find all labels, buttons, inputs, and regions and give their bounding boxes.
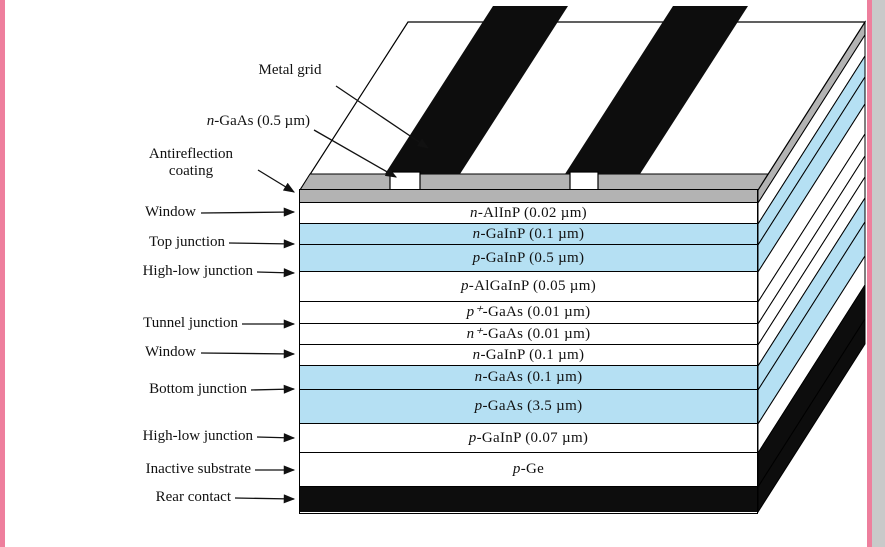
callout-top-junction: Top junction [70, 234, 225, 251]
callout-line-metal-grid [335, 85, 429, 149]
layer-label: -GaInP (0.5 µm) [480, 249, 585, 266]
layer-antireflection-coating [300, 190, 757, 203]
callout-label: -GaAs (0.5 µm) [214, 113, 310, 129]
callout-label: Antireflection coating [148, 146, 234, 179]
layer-stack: n-AlInP (0.02 µm) n-GaInP (0.1 µm) p-GaI… [299, 189, 758, 514]
layer-label: -GaInP (0.1 µm) [480, 346, 585, 363]
layer-label: -GaAs (0.1 µm) [482, 369, 583, 385]
callout-label: High-low junction [142, 428, 253, 444]
callout-prefix: n [206, 113, 215, 129]
callout-lines [200, 85, 429, 504]
layer-label-prefix: p [474, 398, 483, 414]
layer-label-prefix: n [470, 204, 478, 221]
layer-rear-contact [300, 487, 757, 512]
layer-label-prefix: n [472, 225, 481, 242]
layer-p-gainp-top-base: p-GaInP (0.5 µm) [300, 245, 757, 272]
callout-label: Window [144, 204, 196, 220]
layer-label: -AlGaInP (0.05 µm) [468, 278, 597, 294]
callout-label: Bottom junction [149, 381, 247, 397]
callout-label: High-low junction [142, 263, 253, 279]
antireflection-coating-top-strip [299, 173, 769, 191]
callout-label: Window [144, 344, 196, 360]
layer-n-plus-gaas: n⁺-GaAs (0.01 µm) [300, 324, 757, 345]
layer-label: -GaAs (0.01 µm) [482, 304, 591, 320]
layer-label-prefix: n [474, 369, 483, 385]
callout-gaas-cap: n-GaAs (0.5 µm) [150, 113, 310, 130]
layer-n-gaas-bottom-emitter: n-GaAs (0.1 µm) [300, 366, 757, 390]
callout-line-window-bottom [200, 349, 296, 359]
layer-label-prefix: p⁺ [466, 304, 483, 320]
callout-metal-grid: Metal grid [240, 62, 340, 79]
layer-label-prefix: n⁺ [466, 325, 483, 342]
layer-p-gaas-bottom-base: p-GaAs (3.5 µm) [300, 390, 757, 424]
callout-rear-contact: Rear contact [76, 489, 231, 506]
callout-label: Top junction [148, 234, 225, 250]
callout-inactive-substrate: Inactive substrate [68, 461, 251, 478]
layer-label: -GaInP (0.1 µm) [480, 225, 585, 242]
layer-label: -GaAs (0.01 µm) [482, 325, 591, 342]
side-face [757, 20, 866, 514]
layer-label-prefix: p [512, 461, 521, 477]
layer-p-algainp: p-AlGaInP (0.05 µm) [300, 272, 757, 302]
frame-border-right [867, 0, 872, 547]
layer-p-plus-gaas: p⁺-GaAs (0.01 µm) [300, 302, 757, 324]
layer-label-prefix: p [468, 429, 477, 446]
callout-window-top: Window [46, 204, 196, 221]
frame-strip-right [872, 0, 885, 547]
callout-label: Metal grid [258, 62, 322, 78]
callout-window-bottom: Window [46, 344, 196, 361]
layer-label: -GaInP (0.07 µm) [476, 429, 589, 446]
callout-line-antireflection [257, 169, 295, 193]
callout-line-high-low-bottom [256, 433, 296, 443]
callout-line-rear-contact [234, 494, 296, 504]
layer-n-gainp-window: n-GaInP (0.1 µm) [300, 345, 757, 366]
callout-line-high-low-top [256, 268, 296, 278]
callout-line-top-junction [228, 239, 296, 249]
callout-line-gaas-cap [313, 129, 397, 178]
callout-bottom-junction: Bottom junction [70, 381, 247, 398]
side-band-rear-contact [757, 317, 866, 514]
callout-tunnel-junction: Tunnel junction [80, 315, 238, 332]
layer-label-prefix: p [472, 249, 481, 266]
metal-grid-bar-2 [565, 6, 748, 174]
layer-label-prefix: p [460, 278, 469, 294]
layer-label: -AlInP (0.02 µm) [477, 204, 587, 221]
callout-label: Inactive substrate [145, 461, 251, 477]
callout-label: Rear contact [155, 489, 231, 505]
layer-label-prefix: n [472, 346, 481, 363]
callout-label: Tunnel junction [143, 315, 238, 331]
metal-grid-bar-1 [385, 6, 568, 174]
layer-label: -GaAs (3.5 µm) [482, 398, 583, 414]
callout-line-window-top [200, 207, 296, 217]
layer-n-gainp-top-emitter: n-GaInP (0.1 µm) [300, 224, 757, 245]
layer-p-ge-substrate: p-Ge [300, 453, 757, 487]
layer-label: -Ge [520, 461, 545, 477]
callout-high-low-junction-top: High-low junction [70, 263, 253, 280]
callout-line-bottom-junction [250, 384, 296, 394]
callout-antireflection-coating: Antireflection coating [126, 146, 256, 180]
callout-high-low-junction-bottom: High-low junction [70, 428, 253, 445]
layer-n-alinp-window: n-AlInP (0.02 µm) [300, 203, 757, 224]
frame-border-left [0, 0, 5, 547]
layer-p-gainp-high-low: p-GaInP (0.07 µm) [300, 424, 757, 453]
